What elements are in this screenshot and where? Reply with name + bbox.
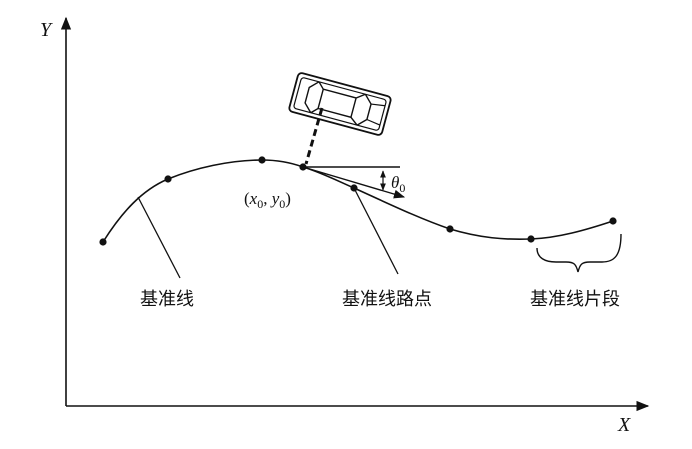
baseline-leader-line bbox=[137, 196, 181, 279]
baseline-curve bbox=[102, 159, 614, 243]
vehicle-outline bbox=[293, 77, 387, 131]
vehicle-hood-line bbox=[366, 118, 381, 126]
waypoint bbox=[527, 235, 535, 243]
vehicle-rear-window bbox=[304, 81, 320, 114]
vehicle-cabin bbox=[310, 81, 366, 126]
waypoint bbox=[164, 175, 172, 183]
y-axis-label: Y bbox=[40, 19, 53, 41]
reference-point-label: (x0, y0) bbox=[244, 189, 291, 211]
waypoint-leader-line bbox=[353, 187, 399, 275]
tangent-arrow bbox=[302, 166, 406, 199]
waypoint bbox=[446, 225, 454, 233]
waypoint bbox=[609, 217, 617, 225]
vehicle-windshield bbox=[356, 93, 372, 126]
waypoint bbox=[99, 238, 107, 246]
x-axis-label: X bbox=[617, 414, 631, 436]
waypoint bbox=[258, 156, 266, 164]
vehicle-body bbox=[288, 72, 392, 136]
baseline-segment-label: 基准线片段 bbox=[530, 289, 620, 310]
angle-label: θ0 bbox=[391, 173, 405, 195]
vehicle bbox=[288, 72, 392, 136]
baseline-label: 基准线 bbox=[140, 289, 194, 310]
vehicle-projection-line bbox=[304, 107, 324, 165]
segment-brace bbox=[536, 233, 622, 273]
vehicle-hood-line bbox=[370, 103, 386, 107]
baseline-waypoint-label: 基准线路点 bbox=[342, 289, 432, 310]
